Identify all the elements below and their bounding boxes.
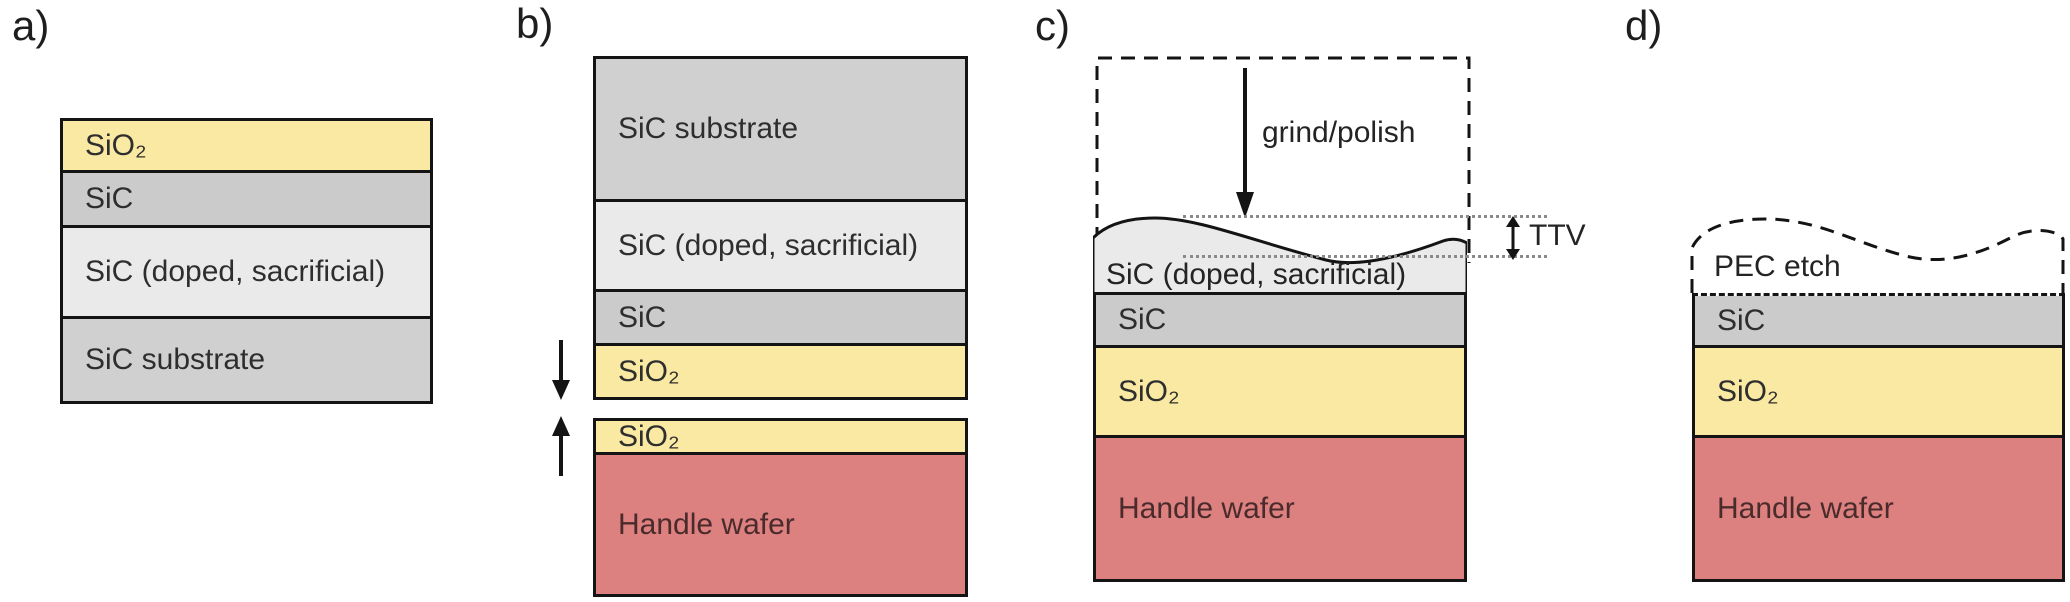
removed-substrate-dashed-outline <box>1095 56 1471 263</box>
layer-sic-label: SiC <box>1717 303 1766 337</box>
layer-handle-wafer: Handle wafer <box>1695 435 2062 579</box>
layer-sio2: SiO₂ <box>1096 345 1464 435</box>
layer-sio2: SiO₂ <box>596 421 965 452</box>
panel-a-label: a) <box>12 2 50 49</box>
layer-sic-doped: SiC (doped, sacrificial) <box>63 225 430 316</box>
panel-c-stack: SiC SiO₂ Handle wafer <box>1093 292 1467 582</box>
layer-sic-label: SiC <box>85 182 134 215</box>
layer-sic-doped: SiC (doped, sacrificial) <box>596 199 965 289</box>
layer-sic: SiC <box>1695 296 2062 345</box>
ttv-upper-guide-line <box>1183 215 1547 218</box>
bond-down-arrow-icon <box>552 340 570 400</box>
bond-up-arrow-icon <box>552 416 570 476</box>
pec-etch-label: PEC etch <box>1714 250 1841 283</box>
layer-sio2: SiO₂ <box>1695 345 2062 435</box>
layer-sio2: SiO₂ <box>596 343 965 397</box>
grind-polish-arrow-icon <box>1236 68 1254 218</box>
ttv-lower-guide-line <box>1183 255 1547 258</box>
layer-sio2: SiO₂ <box>63 121 430 170</box>
panel-b-top-stack: SiC substrate SiC (doped, sacrificial) S… <box>593 56 968 400</box>
layer-handle-wafer: Handle wafer <box>596 452 965 594</box>
layer-sio2-label: SiO₂ <box>85 128 147 162</box>
layer-handle-wafer-label: Handle wafer <box>1717 491 1894 525</box>
panel-a-stack: SiO₂ SiC SiC (doped, sacrificial) SiC su… <box>60 118 433 404</box>
layer-sic-substrate: SiC substrate <box>596 59 965 199</box>
layer-sic-doped-label: SiC (doped, sacrificial) <box>1106 258 1407 291</box>
ttv-label: TTV <box>1529 219 1586 252</box>
layer-handle-wafer-label: Handle wafer <box>1118 491 1295 525</box>
layer-sio2-label: SiO₂ <box>1717 374 1779 408</box>
panel-d-stack: SiC SiO₂ Handle wafer <box>1692 293 2065 582</box>
panel-c-label: c) <box>1035 2 1070 49</box>
grind-polish-label: grind/polish <box>1262 116 1416 149</box>
layer-sic: SiC <box>63 170 430 225</box>
layer-sio2-label: SiO₂ <box>618 419 680 453</box>
panel-b-bottom-stack: SiO₂ Handle wafer <box>593 418 968 597</box>
layer-sio2-label: SiO₂ <box>1118 374 1180 408</box>
layer-sic-substrate: SiC substrate <box>63 316 430 401</box>
layer-handle-wafer: Handle wafer <box>1096 435 1464 579</box>
layer-sic-doped-label: SiC (doped, sacrificial) <box>618 228 919 262</box>
layer-sic-doped-label: SiC (doped, sacrificial) <box>85 255 386 288</box>
panel-d-label: d) <box>1625 2 1663 49</box>
layer-handle-wafer-label: Handle wafer <box>618 507 795 541</box>
layer-sic-label: SiC <box>1118 303 1167 336</box>
pec-etch-dashed-outline <box>1690 217 2065 293</box>
panel-b-label: b) <box>516 0 554 47</box>
layer-sic-substrate-label: SiC substrate <box>618 112 799 145</box>
layer-sic-substrate-label: SiC substrate <box>85 343 266 376</box>
layer-sic-label: SiC <box>618 300 667 334</box>
layer-sic: SiC <box>1096 295 1464 345</box>
layer-sic: SiC <box>596 289 965 343</box>
ttv-double-arrow-icon <box>1506 216 1520 260</box>
layer-sio2-label: SiO₂ <box>618 354 680 388</box>
